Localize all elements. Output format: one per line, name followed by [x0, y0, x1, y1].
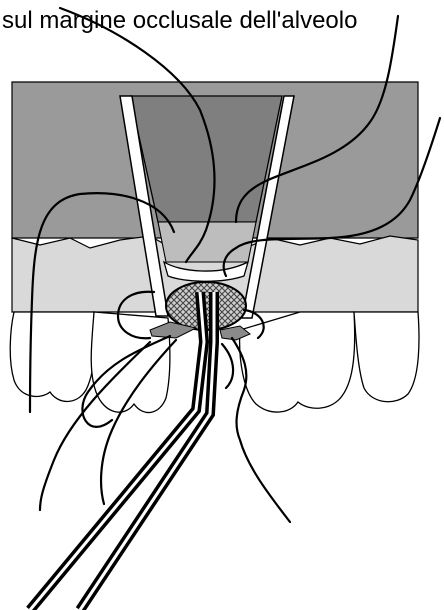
suture-lower-right-loop: [222, 344, 233, 388]
tooth-left: [10, 312, 95, 402]
caption-text: sul margine occlusale dell'alveolo: [2, 7, 357, 34]
tooth-far-right: [354, 312, 419, 402]
tooth-right: [240, 312, 355, 412]
